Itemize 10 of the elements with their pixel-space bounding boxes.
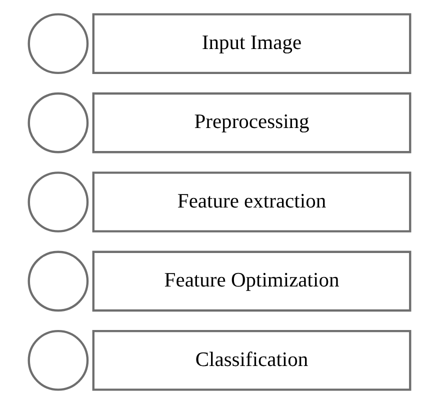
node-box: Classification — [92, 330, 411, 391]
node-box: Feature Optimization — [92, 250, 411, 312]
node-circle — [27, 172, 88, 232]
node-box: Feature extraction — [92, 172, 411, 232]
node-circle — [27, 92, 88, 154]
node-box: Input Image — [92, 13, 411, 74]
node-box: Preprocessing — [92, 92, 411, 154]
node-circle — [27, 13, 88, 74]
node-circle — [27, 330, 88, 391]
node-circle — [27, 250, 88, 312]
